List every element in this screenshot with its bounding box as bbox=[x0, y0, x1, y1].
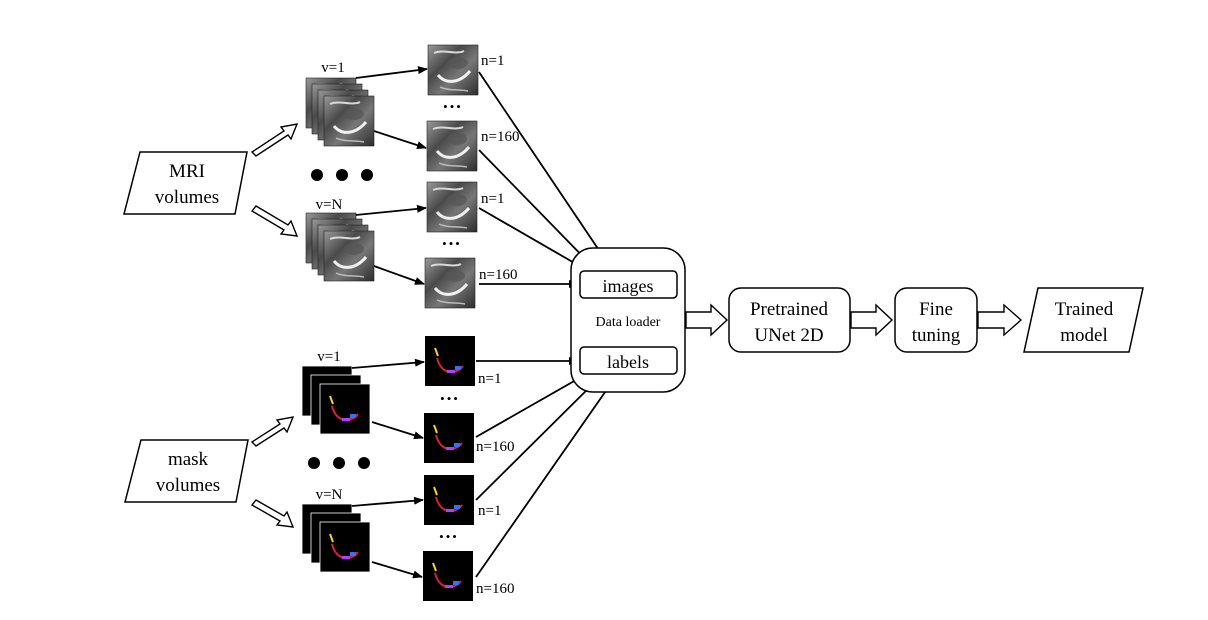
trained-model-line2: model bbox=[1060, 325, 1108, 346]
mri-volume-stack-v1 bbox=[306, 78, 374, 146]
data-loader-box: images Data loader labels bbox=[570, 247, 686, 393]
mri-slice-vN-n1 bbox=[425, 180, 479, 234]
mask-volume-stack-vN bbox=[302, 504, 370, 572]
pretrained-unet-line2: UNet 2D bbox=[754, 325, 823, 346]
slice-label-mri-v1-first: n=1 bbox=[481, 53, 504, 69]
mask-volume-label-vN: v=N bbox=[316, 487, 343, 503]
slice-to-loader-arrows bbox=[475, 71, 618, 578]
hollow-arrow-loader-to-unet bbox=[685, 303, 729, 337]
mri-slice-vN-n160 bbox=[423, 256, 477, 310]
slice-ellipsis-2: ••• bbox=[442, 236, 462, 251]
slice-label-mask-v1-first: n=1 bbox=[478, 371, 501, 387]
mask-volume-stack-v1 bbox=[302, 366, 370, 434]
slice-label-mask-v1-last: n=160 bbox=[476, 439, 514, 455]
volume-ellipsis-mask bbox=[308, 457, 370, 469]
hollow-arrow-mask-v1 bbox=[250, 416, 295, 447]
fine-tuning-line1: Fine bbox=[919, 299, 953, 320]
mri-slice-v1-n1 bbox=[426, 43, 480, 97]
hollow-arrow-mri-vN bbox=[250, 205, 299, 237]
hollow-arrow-mri-v1 bbox=[250, 123, 299, 157]
mri-volumes-line1: MRI bbox=[169, 161, 205, 182]
hollow-arrow-unet-to-finetune bbox=[850, 303, 894, 337]
mri-volumes-line2: volumes bbox=[155, 187, 219, 208]
mask-volumes-line2: volumes bbox=[156, 475, 220, 496]
hollow-arrow-finetune-to-model bbox=[977, 303, 1023, 337]
mask-volume-label-v1: v=1 bbox=[317, 349, 340, 365]
slice-ellipsis-3: ••• bbox=[440, 391, 460, 406]
trained-model-output: Trained model bbox=[1023, 287, 1144, 353]
slice-label-mri-vN-first: n=1 bbox=[481, 191, 504, 207]
images-slot-label: images bbox=[603, 276, 654, 296]
slice-ellipsis-4: ••• bbox=[439, 529, 459, 544]
slice-label-mask-vN-first: n=1 bbox=[478, 503, 501, 519]
mri-volume-label-vN: v=N bbox=[316, 197, 343, 213]
mri-volumes-input: MRI volumes bbox=[123, 151, 248, 215]
mask-slice-v1-n1 bbox=[424, 335, 476, 387]
pretrained-unet-box: Pretrained UNet 2D bbox=[728, 287, 851, 353]
mask-slice-vN-n1 bbox=[423, 474, 475, 526]
data-loader-title: Data loader bbox=[596, 315, 661, 330]
slice-label-mri-v1-last: n=160 bbox=[481, 129, 519, 145]
trained-model-line1: Trained bbox=[1055, 299, 1114, 320]
volume-ellipsis-mri bbox=[311, 169, 373, 181]
stack-to-slice-arrows bbox=[351, 66, 428, 579]
hollow-arrow-mask-vN bbox=[250, 499, 295, 528]
fine-tuning-box: Fine tuning bbox=[894, 287, 978, 353]
mask-volumes-line1: mask bbox=[168, 449, 209, 470]
pretrained-unet-line1: Pretrained bbox=[750, 299, 829, 320]
images-slot bbox=[579, 270, 678, 299]
hollow-arrows-pipeline bbox=[685, 303, 1023, 337]
fine-tuning-line2: tuning bbox=[912, 325, 961, 346]
mask-slice-v1-n160 bbox=[423, 412, 475, 464]
hollow-arrows-input bbox=[250, 123, 299, 528]
slice-label-mask-vN-last: n=160 bbox=[476, 581, 514, 597]
mri-volume-label-v1: v=1 bbox=[321, 60, 344, 76]
labels-slot bbox=[579, 346, 678, 375]
slice-ellipsis-1: ••• bbox=[443, 99, 463, 114]
labels-slot-label: labels bbox=[607, 352, 649, 372]
mri-volume-stack-vN bbox=[306, 213, 374, 281]
mask-volumes-input: mask volumes bbox=[124, 439, 249, 503]
mri-slice-v1-n160 bbox=[425, 119, 479, 173]
slice-label-mri-vN-last: n=160 bbox=[479, 267, 517, 283]
mask-slice-vN-n160 bbox=[422, 550, 474, 602]
